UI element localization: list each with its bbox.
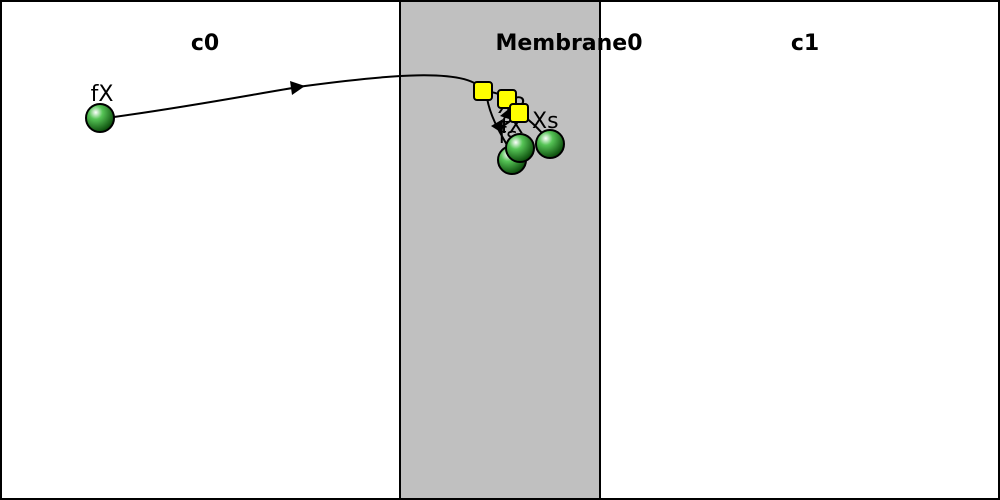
species-node-fX-membrane[interactable] [505,133,535,163]
edge-arrowhead [491,119,503,133]
species-node-Xs[interactable] [535,129,565,159]
compartment-c1[interactable] [599,0,1000,500]
reaction-node-r3[interactable] [509,103,529,123]
compartment-membrane0[interactable] [399,0,601,500]
compartment-label-c0: c0 [191,31,219,56]
edge-arrowhead [290,81,305,95]
compartment-label-c1: c1 [791,31,819,56]
compartment-c0[interactable] [0,0,401,500]
species-label-fX-left: fX [91,82,114,107]
reaction-node-r1[interactable] [473,81,493,101]
species-node-fX-left[interactable] [85,103,115,133]
compartment-label-membrane0: Membrane0 [495,31,642,56]
